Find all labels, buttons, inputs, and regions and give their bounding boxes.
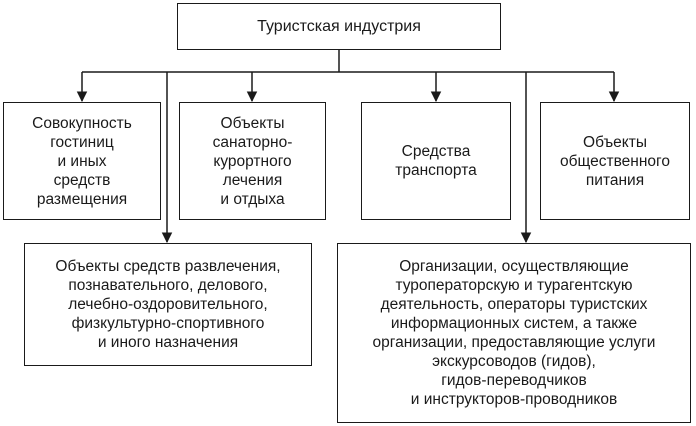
root-node-tourism-industry: Туристская индустрия [177,3,501,50]
node-catering: Объекты общественного питания [540,102,690,220]
node-entertainment-label: Объекты средств развлечения, познаватель… [55,258,281,351]
node-accommodation: Совокупность гостиниц и иных средств раз… [3,102,161,220]
node-accommodation-label: Совокупность гостиниц и иных средств раз… [32,114,132,208]
root-node-label: Туристская индустрия [257,18,421,35]
node-organizations: Организации, осуществляющие туроператорс… [337,243,691,423]
node-entertainment: Объекты средств развлечения, познаватель… [24,243,312,366]
node-transport: Средства транспорта [361,102,511,220]
node-catering-label: Объекты общественного питания [560,133,670,189]
node-sanatorium: Объекты санаторно- курортного лечения и … [179,102,326,220]
node-organizations-label: Организации, осуществляющие туроператорс… [372,258,656,408]
node-transport-label: Средства транспорта [395,143,477,179]
node-sanatorium-label: Объекты санаторно- курортного лечения и … [212,114,293,208]
